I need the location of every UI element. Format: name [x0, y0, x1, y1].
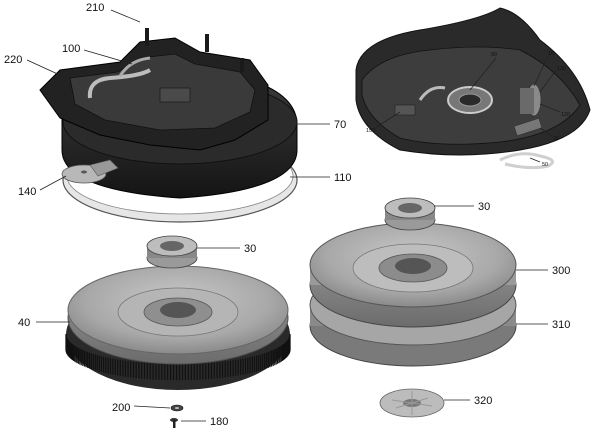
leader-lines [26, 9, 561, 422]
callout-90: 90 [491, 52, 497, 58]
callout-320: 320 [474, 395, 492, 407]
callout-200: 200 [112, 402, 130, 414]
callout-100: 100 [62, 43, 80, 55]
callout-40: 40 [18, 317, 30, 329]
hub-30-right [384, 197, 436, 231]
callout-130: 130 [557, 66, 566, 72]
brush-disc-40 [65, 265, 291, 390]
callout-20: 20 [553, 136, 559, 142]
hose-100 [87, 68, 152, 99]
callout-30-right: 30 [478, 201, 490, 213]
callout-210: 210 [86, 2, 104, 14]
housing-detail-view [355, 7, 591, 170]
callout-300: 300 [552, 265, 570, 277]
callout-140: 140 [18, 186, 36, 198]
callout-120: 120 [561, 112, 570, 118]
screw-180 [170, 418, 178, 428]
callout-150: 150 [366, 128, 375, 134]
callout-220: 220 [4, 54, 22, 66]
callout-labels: 210 100 220 70 140 110 30 40 200 180 30 … [4, 2, 570, 428]
callout-180: 180 [210, 416, 228, 428]
washer-200 [170, 404, 184, 412]
centering-plate-320 [379, 388, 445, 418]
callout-10: 10 [548, 51, 554, 57]
callout-310: 310 [552, 319, 570, 331]
callout-70: 70 [334, 119, 346, 131]
callout-50: 50 [542, 162, 548, 168]
deck-housing-assembly [39, 28, 298, 223]
hub-30-left [146, 235, 198, 269]
callout-110: 110 [334, 172, 352, 184]
callout-30-left: 30 [244, 243, 256, 255]
pad-driver-300 [309, 222, 517, 328]
